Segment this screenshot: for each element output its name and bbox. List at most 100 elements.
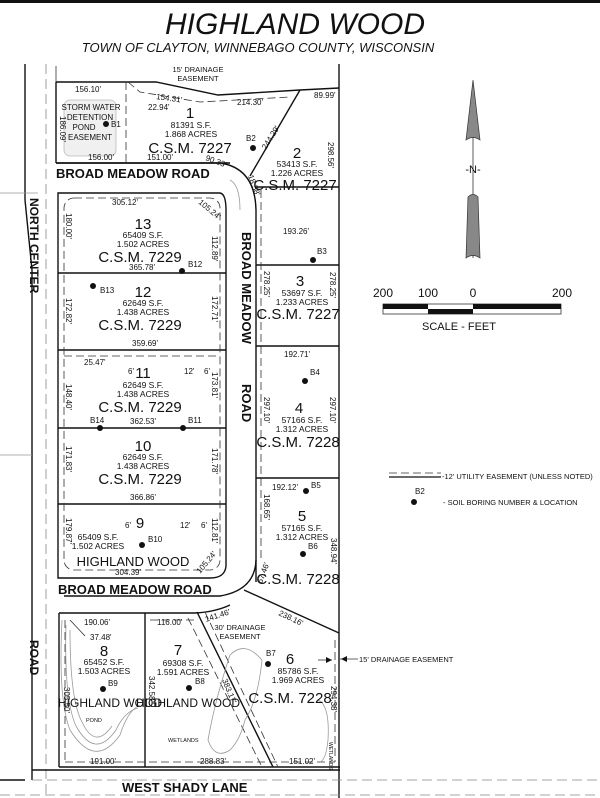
soil-boring-b6: B6 — [300, 542, 318, 557]
road-label-broad-meadow-vertical: BROAD MEADOW — [239, 232, 254, 345]
dim: 359.69' — [132, 339, 158, 348]
soil-boring-b5: B5 — [303, 481, 321, 494]
lot-area-acres: 1.502 ACRES — [117, 239, 170, 249]
lot-area-sf: 57165 S.F. — [282, 523, 323, 533]
legend-utility-easement: -12' UTILITY EASEMENT (UNLESS NOTED) — [442, 472, 593, 481]
broad-meadow-road: BROAD MEADOW ROAD BROAD MEADOW ROAD BROA… — [56, 162, 257, 597]
svg-text:B4: B4 — [310, 368, 320, 377]
north-center-road: NORTH CENTER ROAD — [0, 64, 47, 798]
lot-area-acres: 1.503 ACRES — [78, 666, 131, 676]
lot-plat: C.S.M. 7227 — [253, 177, 336, 194]
lot-area-sf: 62649 S.F. — [123, 452, 164, 462]
dim: 342.58' — [147, 676, 156, 702]
svg-text:B13: B13 — [100, 286, 115, 295]
drainage-15-label: 15' DRAINAGE — [172, 65, 223, 74]
drainage-15-label-2: EASEMENT — [177, 74, 219, 83]
soil-boring-b4: B4 — [302, 368, 320, 384]
lot-area-acres: 1.438 ACRES — [117, 307, 170, 317]
drainage-15-right: 15' DRAINAGE EASEMENT — [340, 655, 454, 664]
dim: 156.10' — [75, 85, 101, 94]
svg-text:B11: B11 — [188, 416, 202, 425]
lot-number: 5 — [298, 508, 306, 525]
dim: 37.48' — [90, 633, 112, 642]
dim: 362.53' — [130, 417, 156, 426]
lot-plat: HIGHLAND WOOD — [77, 554, 190, 569]
legend-boring-sample: B2 — [415, 487, 425, 496]
pond-label: POND — [86, 718, 102, 724]
dim: 148.40' — [64, 384, 73, 410]
soil-boring-b12: B12 — [179, 260, 203, 274]
soil-boring-b11: B11 — [180, 416, 202, 431]
soil-boring-b2: B2 — [246, 134, 256, 151]
lot-area-acres: 1.312 ACRES — [276, 424, 329, 434]
svg-text:B2: B2 — [246, 134, 256, 143]
dim: 278.25' — [328, 272, 337, 298]
lot-area-sf: 62649 S.F. — [123, 380, 164, 390]
drainage-15-right-label: 15' DRAINAGE EASEMENT — [359, 655, 454, 664]
svg-text:B7: B7 — [266, 649, 276, 658]
dim: 288.83' — [200, 757, 226, 766]
dim: 192.12' — [272, 483, 298, 492]
lot-area-acres: 1.438 ACRES — [117, 461, 170, 471]
dim: 154.31' — [156, 92, 183, 105]
wetlands-side-label: WETLANDS — [327, 742, 333, 770]
lot-area-sf: 65409 S.F. — [78, 532, 119, 542]
svg-text:B14: B14 — [90, 416, 105, 425]
north-label: -N- — [465, 164, 481, 176]
map-subtitle: TOWN OF CLAYTON, WINNEBAGO COUNTY, WISCO… — [82, 40, 435, 55]
storm-water-label: STORM WATER — [62, 103, 121, 112]
lot-plat: HIGHLAND WOOD — [58, 696, 162, 710]
soil-boring-b3: B3 — [310, 247, 327, 263]
lot-plat: C.S.M. 7228 — [256, 571, 339, 588]
lot-area-sf: 62649 S.F. — [123, 298, 164, 308]
lot-number: 7 — [174, 642, 182, 659]
svg-text:B12: B12 — [188, 260, 203, 269]
lot-number: 9 — [136, 515, 144, 532]
lot-number: 13 — [135, 216, 152, 233]
south-block — [58, 589, 340, 768]
lot-6: 238.16' B7 6 85786 S.F. 1.969 ACRES C.S.… — [248, 609, 338, 766]
dim: 6' — [125, 521, 131, 530]
lot-area-acres: 1.969 ACRES — [272, 675, 325, 685]
soil-boring-b8: B8 — [186, 677, 205, 691]
legend-soil-boring: - SOIL BORING NUMBER & LOCATION — [443, 498, 578, 507]
wetlands-label: WETLANDS — [168, 738, 199, 744]
west-block — [57, 192, 227, 579]
dim: 172.82' — [64, 298, 73, 324]
lot-area-sf: 65409 S.F. — [123, 230, 164, 240]
lot-area-acres: 1.591 ACRES — [157, 667, 210, 677]
dim: 186.09' — [58, 116, 67, 142]
dim: 112.81' — [210, 518, 219, 544]
lot-13: 305.12' 105.24' 180.00' 112.89' 13 65409… — [64, 198, 223, 274]
dim: 6' — [204, 367, 210, 376]
dim: 171.78' — [210, 448, 219, 474]
soil-boring-b9: B9 — [100, 679, 118, 692]
svg-text:B10: B10 — [148, 535, 163, 544]
dim: 192.71' — [284, 350, 310, 359]
dim: 193.26' — [283, 227, 309, 236]
road-label-west-shady-lane: WEST SHADY LANE — [122, 780, 248, 795]
soil-boring-b7: B7 — [265, 649, 276, 667]
lot-number: 8 — [100, 643, 108, 660]
dim: 171.83' — [64, 446, 73, 472]
lot-10: 171.83' 171.78' 10 62649 S.F. 1.438 ACRE… — [64, 438, 219, 502]
dim: 366.86' — [130, 493, 156, 502]
lot-area-acres: 1.233 ACRES — [276, 297, 329, 307]
map-title: HIGHLAND WOOD — [165, 8, 425, 41]
dim: 305.12' — [112, 198, 138, 207]
lot-5: 192.12' B5 168.65' 5 57165 S.F. 1.312 AC… — [255, 477, 340, 588]
dim: 297.10' — [328, 397, 337, 423]
lot-plat: C.S.M. 7229 — [98, 471, 181, 488]
dim: 105.24' — [197, 198, 223, 222]
pond-wetlands-contours: POND WETLANDS WETLANDS — [60, 619, 333, 770]
dim: 297.10' — [262, 397, 271, 423]
lot-area-sf: 53413 S.F. — [277, 159, 318, 169]
lot-2: B2 89.99' 244.29' 298.56' 18.58' 2 53413… — [246, 64, 340, 798]
road-label-broad-meadow-bottom: BROAD MEADOW ROAD — [58, 582, 212, 597]
dim: 304.39' — [115, 568, 141, 577]
dim: 294.38' — [329, 686, 338, 712]
road-label-broad-meadow-top: BROAD MEADOW ROAD — [56, 166, 210, 181]
lot-area-acres: 1.438 ACRES — [117, 389, 170, 399]
scale-bar: 200 100 0 200 SCALE - FEET — [373, 286, 572, 333]
